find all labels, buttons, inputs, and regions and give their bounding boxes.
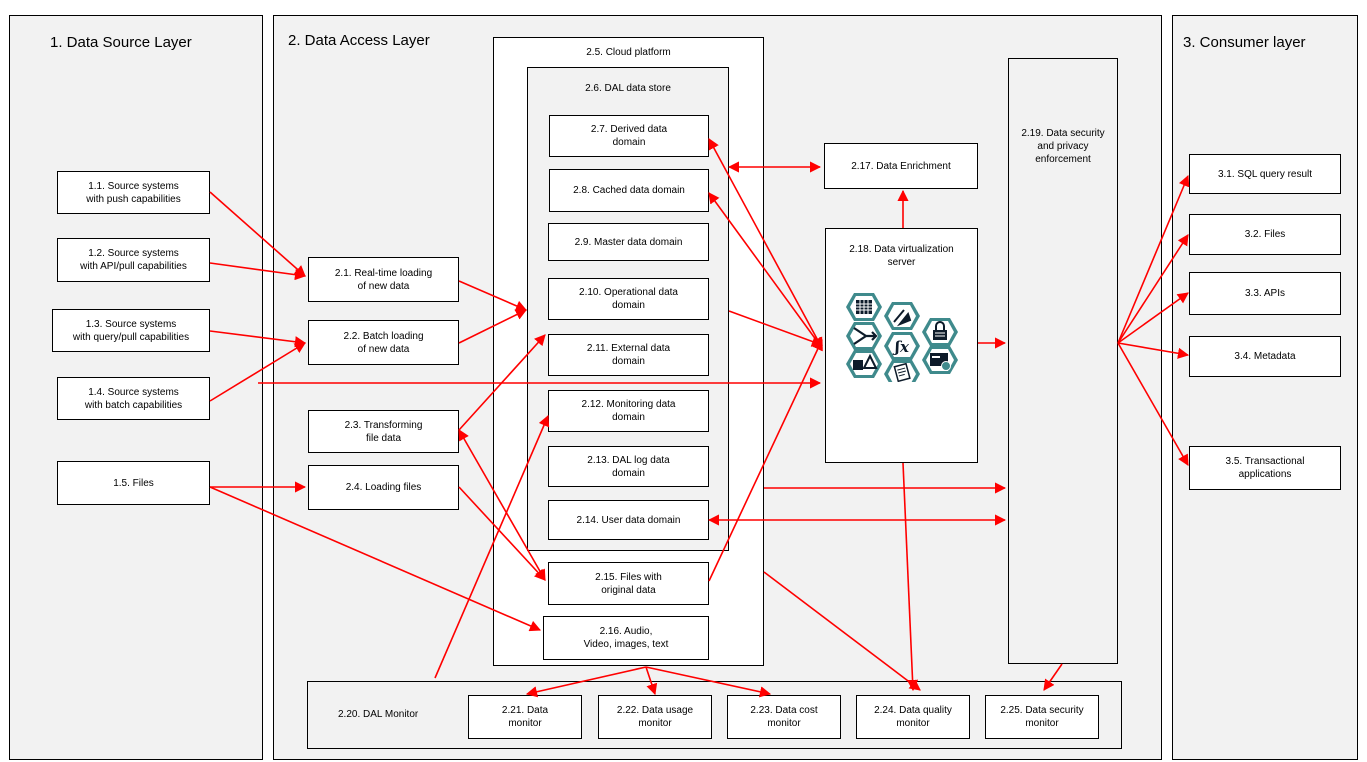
- derived-data-domain-box: 2.7. Derived data domain: [549, 115, 709, 157]
- data-enrichment-box: 2.17. Data Enrichment: [824, 143, 978, 189]
- table-icon: [846, 293, 882, 321]
- access-2-3-box: 2.3. Transforming file data: [308, 410, 459, 453]
- virtualization-icon-cluster: ʃx: [846, 293, 958, 382]
- data-virtualization-server-label: 2.18. Data virtualization server: [849, 244, 954, 268]
- dal-log-data-domain-box: 2.13. DAL log data domain: [548, 446, 709, 487]
- user-data-domain-box: 2.14. User data domain: [548, 500, 709, 540]
- transform-shapes-icon: [846, 350, 882, 378]
- access-2-2-box: 2.2. Batch loading of new data: [308, 320, 459, 365]
- data-security-monitor-box: 2.25. Data security monitor: [985, 695, 1099, 739]
- transactional-applications-box: 3.5. Transactional applications: [1189, 446, 1341, 490]
- data-access-layer-title: 2. Data Access Layer: [288, 32, 430, 49]
- data-quality-monitor-box: 2.24. Data quality monitor: [856, 695, 970, 739]
- secure-screen-icon: [922, 346, 958, 374]
- source-1-3-box: 1.3. Source systems with query/pull capa…: [52, 309, 210, 352]
- access-2-4-box: 2.4. Loading files: [308, 465, 459, 510]
- operational-data-domain-box: 2.10. Operational data domain: [548, 278, 709, 320]
- data-monitor-box: 2.21. Data monitor: [468, 695, 582, 739]
- sql-query-result-box: 3.1. SQL query result: [1189, 154, 1341, 194]
- dal-monitor-label: 2.20. DAL Monitor: [338, 709, 419, 720]
- data-source-layer-title: 1. Data Source Layer: [50, 34, 192, 51]
- dal-data-store-label: 2.6. DAL data store: [585, 83, 671, 94]
- access-2-1-box: 2.1. Real-time loading of new data: [308, 257, 459, 302]
- files-consumer-box: 3.2. Files: [1189, 214, 1341, 255]
- source-1-4-box: 1.4. Source systems with batch capabilit…: [57, 377, 210, 420]
- lock-icon: [922, 318, 958, 346]
- cloud-platform-label: 2.5. Cloud platform: [586, 47, 671, 58]
- function-icon: ʃx: [884, 332, 920, 360]
- consumer-layer-title: 3. Consumer layer: [1183, 34, 1306, 51]
- data-security-enforcement-label: 2.19. Data security and privacy enforcem…: [1021, 128, 1105, 165]
- data-security-enforcement-box: 2.19. Data security and privacy enforcem…: [1008, 58, 1118, 664]
- files-original-data-box: 2.15. Files with original data: [548, 562, 709, 605]
- broom-icon: [884, 302, 920, 330]
- source-1-1-box: 1.1. Source systems with push capabiliti…: [57, 171, 210, 214]
- master-data-domain-box: 2.9. Master data domain: [548, 223, 709, 261]
- external-data-domain-box: 2.11. External data domain: [548, 334, 709, 376]
- source-1-5-box: 1.5. Files: [57, 461, 210, 505]
- data-cost-monitor-box: 2.23. Data cost monitor: [727, 695, 841, 739]
- consumer-layer: 3. Consumer layer: [1172, 15, 1358, 760]
- merge-arrow-icon: [846, 322, 882, 350]
- document-icon: [884, 360, 920, 382]
- data-usage-monitor-box: 2.22. Data usage monitor: [598, 695, 712, 739]
- audio-video-images-text-box: 2.16. Audio, Video, images, text: [543, 616, 709, 660]
- source-1-2-box: 1.2. Source systems with API/pull capabi…: [57, 238, 210, 282]
- apis-box: 3.3. APIs: [1189, 272, 1341, 315]
- cached-data-domain-box: 2.8. Cached data domain: [549, 169, 709, 212]
- monitoring-data-domain-box: 2.12. Monitoring data domain: [548, 390, 709, 432]
- svg-text:ʃx: ʃx: [892, 338, 910, 356]
- metadata-box: 3.4. Metadata: [1189, 336, 1341, 377]
